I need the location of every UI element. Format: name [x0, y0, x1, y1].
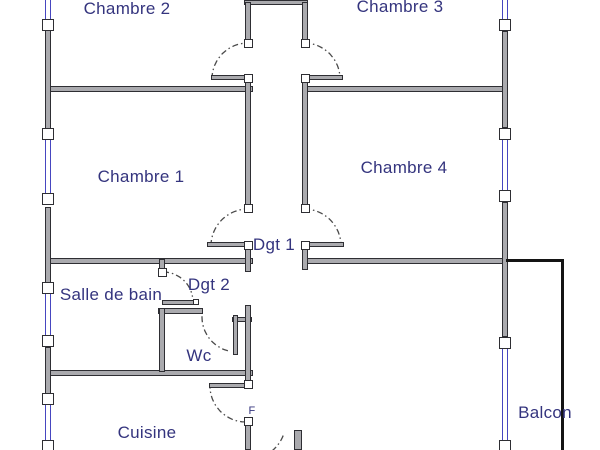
room-label-chambre-3: Chambre 3: [356, 0, 444, 16]
wall-h-bath-bottom: [45, 370, 253, 376]
room-label-f-mark: F: [248, 405, 256, 417]
wall-v-wc-left: [159, 308, 165, 372]
wall-h-wc-connector: [232, 317, 252, 322]
window-handle-2: [42, 193, 54, 205]
room-label-balcon: Balcon: [518, 403, 572, 422]
window-left-1-window: [45, 0, 51, 20]
wall-h-cuisine-stub: [209, 383, 247, 388]
window-handle-17: [300, 203, 310, 213]
door-cuisine-arc: [209, 385, 247, 423]
window-right-2-window: [502, 139, 508, 191]
wall-h-dgt2-leaf: [162, 300, 197, 305]
window-handle-0: [42, 19, 54, 31]
wall-v-right-2: [502, 202, 508, 337]
window-left-4-window: [45, 404, 51, 442]
window-handle-10: [499, 337, 511, 349]
wall-h-top-right: [302, 86, 508, 92]
room-label-chambre-2: Chambre 2: [83, 0, 171, 18]
wall-h-mid-left: [45, 258, 253, 264]
wall-v-corrL-top: [245, 2, 251, 40]
window-handle-18: [243, 240, 253, 250]
window-handle-4: [42, 335, 54, 347]
wall-v-below-door: [245, 424, 251, 450]
wall-v-left-1: [45, 30, 51, 130]
window-right-1-window: [502, 0, 508, 20]
window-handle-1: [42, 128, 54, 140]
wall-v-corrL-mid: [245, 78, 251, 206]
wall-v-wc-right: [245, 305, 251, 382]
wall-h-wc-top: [158, 308, 203, 314]
door-dgt1-right-arc: [303, 208, 342, 247]
wall-v-wc-leaf: [233, 315, 238, 355]
window-handle-19: [300, 240, 310, 250]
window-handle-12: [243, 38, 253, 48]
window-handle-9: [499, 190, 511, 202]
wall-v-corrR-top: [302, 2, 308, 40]
wall-v-right-1: [502, 31, 508, 128]
room-label-dgt-2: Dgt 2: [187, 275, 231, 294]
window-handle-15: [300, 73, 310, 83]
window-handle-16: [243, 203, 253, 213]
wall-v-left-2: [45, 207, 51, 284]
window-handle-7: [499, 19, 511, 31]
wall-h-top-left: [45, 86, 253, 92]
room-label-wc: Wc: [186, 346, 212, 365]
room-label-cuisine: Cuisine: [117, 423, 177, 442]
wall-v-corrR-mid: [302, 78, 308, 206]
room-label-chambre-4: Chambre 4: [360, 158, 448, 177]
room-label-dgt-1: Dgt 1: [252, 235, 296, 254]
room-label-salle-de-bain: Salle de bain: [59, 285, 163, 304]
window-handle-21: [193, 299, 199, 305]
window-handle-22: [243, 379, 253, 389]
window-handle-5: [42, 393, 54, 405]
window-handle-11: [499, 440, 511, 450]
window-left-2-window: [45, 140, 51, 194]
wall-h-mid-right: [302, 258, 507, 264]
wall-v-entry-right: [294, 430, 302, 450]
window-handle-13: [300, 38, 310, 48]
balcony-line-h: [506, 259, 564, 262]
window-handle-14: [243, 73, 253, 83]
window-handle-20: [157, 267, 167, 277]
window-handle-8: [499, 128, 511, 140]
wall-h-corridor-cap: [244, 0, 308, 5]
window-handle-3: [42, 282, 54, 294]
door-dgt1-left-arc: [210, 208, 249, 247]
window-handle-6: [42, 440, 54, 450]
window-right-3-window: [502, 348, 508, 442]
window-left-3-window: [45, 294, 51, 336]
room-label-chambre-1: Chambre 1: [97, 167, 185, 186]
balcony-line-v: [561, 259, 564, 450]
wall-v-left-3: [45, 347, 51, 395]
window-handle-23: [243, 416, 253, 426]
door-entry-frag-arc: [272, 435, 284, 450]
